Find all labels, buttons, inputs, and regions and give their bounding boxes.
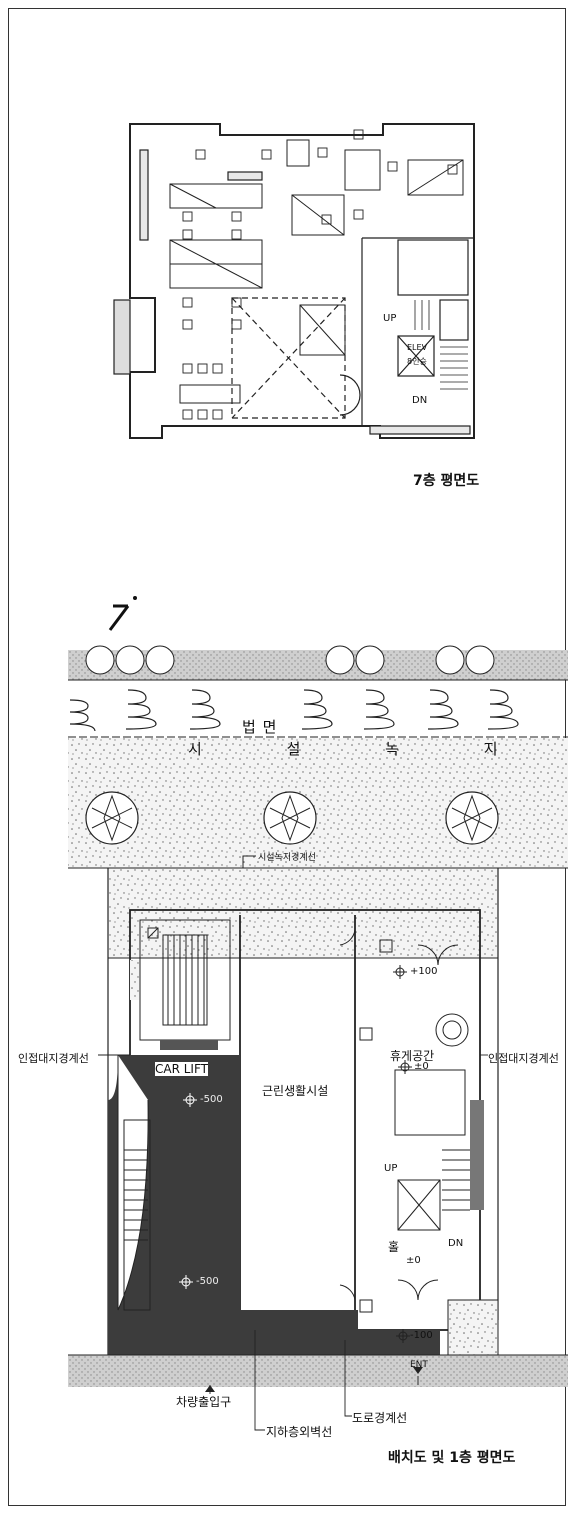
level-bottom-label: -100: [410, 1330, 433, 1341]
ground-up-label: UP: [384, 1163, 398, 1174]
car-lift-label: CAR LIFT: [155, 1062, 208, 1076]
hall-level-label: ±0: [406, 1255, 421, 1266]
ground-dn-label: DN: [448, 1238, 464, 1249]
elevator-label: ELEV: [407, 343, 428, 352]
rest-area-label: 휴게공간: [390, 1049, 435, 1063]
green-area-label: 시 설 녹 지: [188, 740, 538, 758]
level-top-label: +100: [410, 966, 438, 977]
entrance-label: ENT: [410, 1360, 428, 1370]
right-boundary-label: 인접대지경계선: [488, 1052, 559, 1065]
site-plan-caption: 배치도 및 1층 평면도: [388, 1450, 516, 1466]
level-zero-label: ±0: [414, 1061, 429, 1072]
road-slope-label: 법 면: [242, 718, 278, 736]
neighborhood-facility-label: 근린생활시설: [262, 1084, 329, 1098]
hall-label: 홀: [388, 1240, 400, 1254]
left-boundary-label: 인접대지경계선: [18, 1052, 89, 1065]
dn-label: DN: [412, 395, 428, 406]
road-boundary-label: 도로경계선: [352, 1411, 408, 1425]
seventh-floor-caption: 7층 평면도: [413, 473, 480, 489]
level-500a-label: -500: [200, 1094, 223, 1105]
vehicle-entrance-label: 차량출입구: [176, 1395, 232, 1409]
basement-wall-label: 지하층외벽선: [266, 1425, 333, 1439]
green-boundary-label: 시설녹지경계선: [258, 853, 316, 863]
up-label: UP: [383, 313, 397, 324]
level-500b-label: -500: [196, 1276, 219, 1287]
elevator-capacity: 8인승: [407, 357, 427, 366]
